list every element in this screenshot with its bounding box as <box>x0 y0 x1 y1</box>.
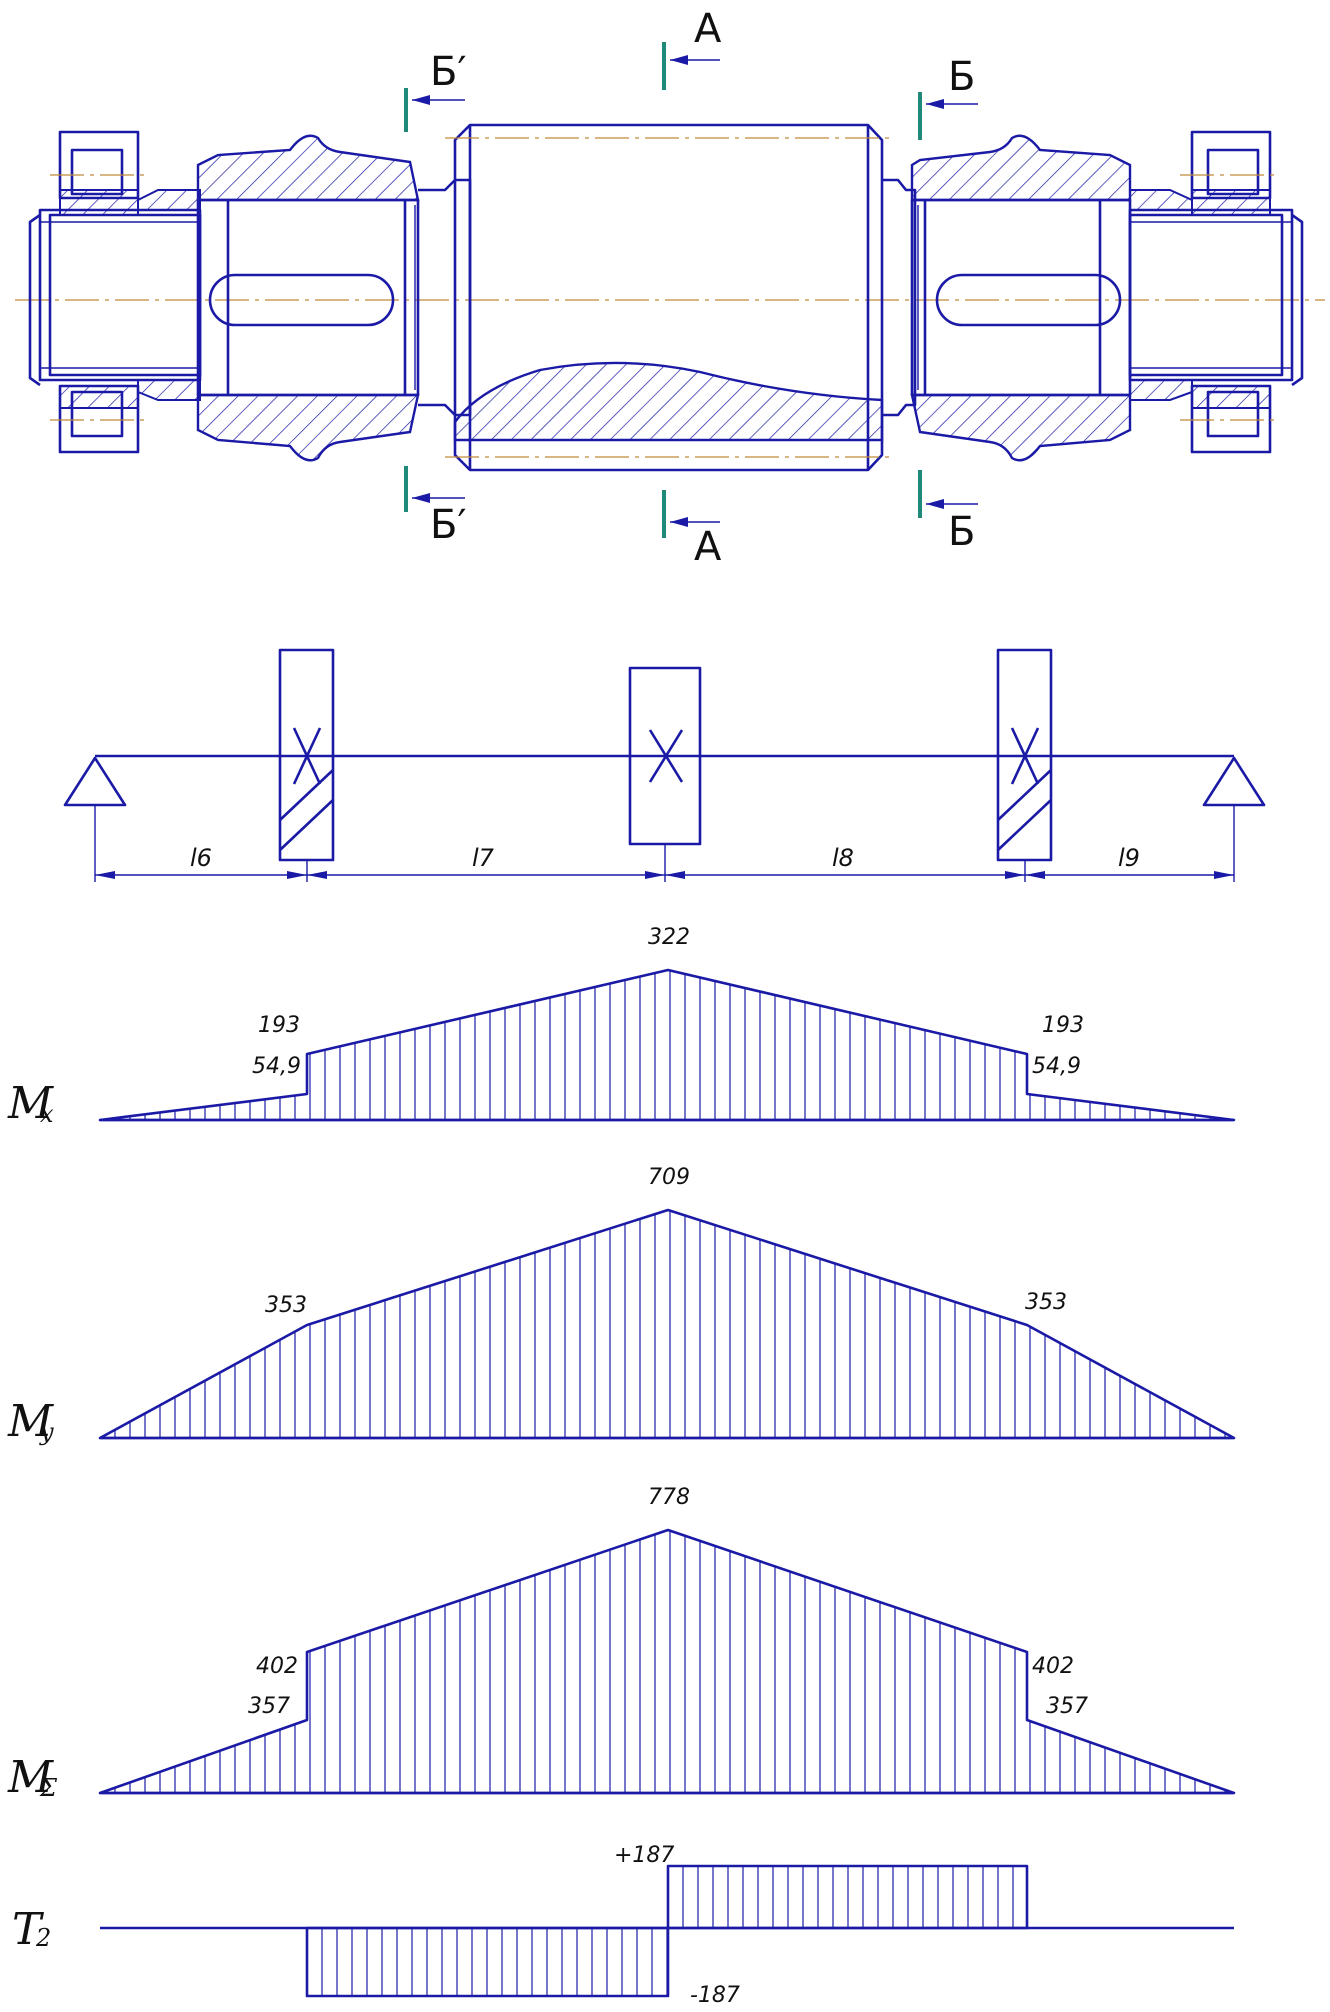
right-keyway <box>935 273 1122 327</box>
msum-value-left-bottom: 357 <box>248 1694 290 1719</box>
left-support <box>63 756 127 807</box>
section-label-b-bottom: Б <box>948 509 975 555</box>
mx-hatching <box>100 970 1226 1120</box>
my-value-right: 353 <box>1025 1290 1067 1315</box>
central-gear <box>445 123 895 472</box>
mx-value-right-bottom: 54,9 <box>1032 1054 1081 1079</box>
t2-value-positive: +187 <box>614 1843 674 1868</box>
right-support <box>1202 756 1266 807</box>
left-keyway <box>208 273 395 327</box>
t2-hatching-positive <box>668 1866 1014 1928</box>
section-label-a-bottom: А <box>694 524 722 570</box>
section-label-b-prime-bottom: Б′ <box>430 502 467 548</box>
section-label-a-top: А <box>694 6 722 52</box>
msum-value-right-top: 402 <box>1032 1654 1074 1679</box>
span-label-l9: l9 <box>1118 844 1140 872</box>
msum-value-peak: 778 <box>648 1485 690 1510</box>
my-diagram: M y 353 709 353 <box>7 1165 1236 1447</box>
left-journal <box>28 208 202 387</box>
right-nut <box>1180 130 1280 454</box>
right-journal <box>1128 208 1304 387</box>
msum-symbol: M <box>7 1752 54 1803</box>
my-hatching <box>100 1210 1226 1438</box>
t2-value-negative: -187 <box>690 1983 740 2008</box>
t2-subscript: 2 <box>35 1924 51 1952</box>
mx-diagram: M x 193 54,9 322 193 54,9 <box>7 925 1236 1129</box>
msum-subscript: Σ <box>39 1774 58 1802</box>
span-label-l6: l6 <box>190 844 212 872</box>
calculation-scheme: l6 l7 l8 l9 <box>63 648 1266 882</box>
msum-value-right-bottom: 357 <box>1046 1694 1088 1719</box>
msum-value-left-top: 402 <box>256 1654 298 1679</box>
left-gear-hub <box>196 134 420 462</box>
mx-value-peak: 322 <box>648 925 690 950</box>
msum-diagram: M Σ 402 357 778 402 357 <box>7 1485 1236 1803</box>
left-nut <box>50 130 150 454</box>
span-label-l8: l8 <box>832 844 854 872</box>
mx-value-left-bottom: 54,9 <box>252 1054 301 1079</box>
my-value-left: 353 <box>265 1293 307 1318</box>
mx-value-left-top: 193 <box>258 1013 300 1038</box>
mx-value-right-top: 193 <box>1042 1013 1084 1038</box>
my-value-peak: 709 <box>648 1165 690 1190</box>
t2-diagram: T 2 +187 -187 <box>12 1843 1234 2008</box>
section-marks: А А Б′ Б′ Б Б <box>404 6 978 570</box>
span-dimensions: l6 l7 l8 l9 <box>94 805 1235 882</box>
right-gear-hub <box>910 134 1132 462</box>
shaft-assembly: А А Б′ Б′ Б Б <box>15 6 1325 570</box>
my-symbol: M <box>7 1396 54 1447</box>
t2-symbol: T <box>12 1904 45 1955</box>
t2-hatching-negative <box>307 1928 668 1996</box>
section-label-b-top: Б <box>948 54 975 100</box>
my-subscript: y <box>39 1418 54 1446</box>
span-label-l7: l7 <box>472 844 495 872</box>
section-label-b-prime-top: Б′ <box>430 49 467 95</box>
mx-subscript: x <box>40 1100 54 1128</box>
mx-symbol: M <box>7 1078 54 1129</box>
